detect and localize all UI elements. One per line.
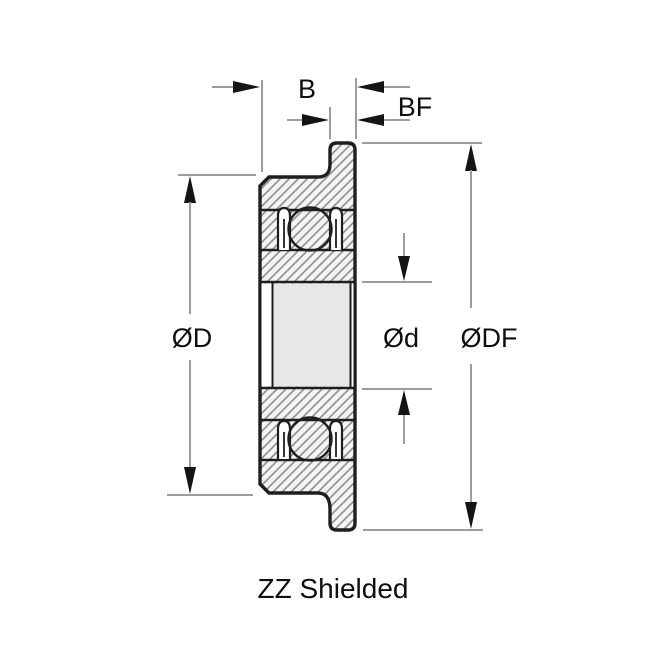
shield-upper-left [276, 206, 292, 250]
arrowhead-left-icon [357, 81, 384, 93]
bore-diameter-label: Ød [383, 323, 419, 353]
arrowhead-up-icon [184, 176, 196, 203]
arrowhead-down-icon [184, 467, 196, 494]
dimension-bore-diameter-d: Ød [362, 233, 432, 444]
arrowhead-up-icon [465, 144, 477, 171]
flange-width-label: BF [398, 92, 433, 122]
dimension-outer-diameter-od: ØD [167, 174, 256, 496]
bore [261, 283, 354, 387]
shield-upper-right [328, 206, 344, 250]
outer-diameter-label: ØD [172, 323, 213, 353]
arrowhead-up-icon [398, 390, 410, 415]
arrowhead-down-icon [465, 502, 477, 529]
shield-lower-right [328, 419, 344, 459]
dimension-flange-width-bf: BF [287, 92, 432, 139]
arrowhead-right-icon [302, 114, 329, 126]
bearing-cross-section [258, 141, 357, 532]
arrowhead-left-icon [357, 114, 384, 126]
arrowhead-right-icon [233, 81, 260, 93]
bore-surface [273, 283, 350, 387]
dimension-width-b: B [212, 74, 410, 172]
flange-diameter-label: ØDF [461, 323, 518, 353]
dimension-flange-diameter-odf: ØDF [362, 142, 518, 531]
ball-lower [287, 416, 333, 462]
arrowhead-down-icon [398, 256, 410, 281]
shield-lower-left [276, 419, 292, 459]
ball-upper [287, 206, 333, 252]
width-label: B [298, 74, 316, 104]
caption: ZZ Shielded [258, 573, 409, 604]
